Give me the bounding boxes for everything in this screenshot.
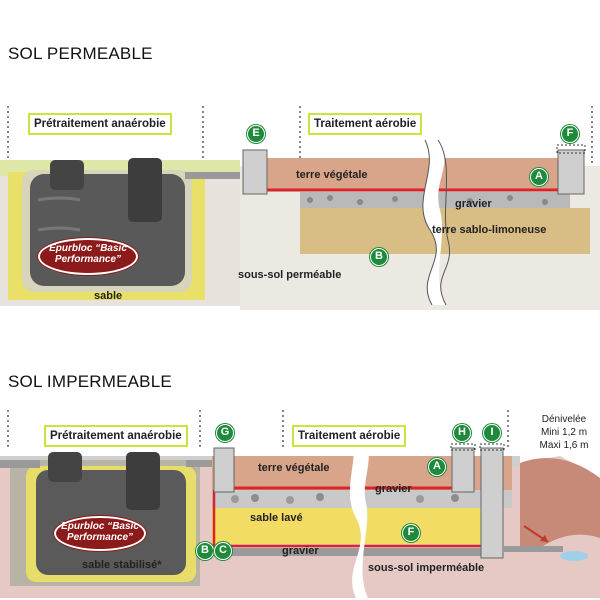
- elevation-note-min: Mini 1,2 m: [540, 427, 588, 438]
- sandy-loam-label: terre sablo-limoneuse: [432, 224, 547, 236]
- elevation-note: Dénivelée Mini 1,2 m Maxi 1,6 m: [534, 413, 594, 452]
- brand-line-1: Epurbloc “Basic: [49, 243, 127, 254]
- badge-c: C: [214, 542, 232, 560]
- permeable-subsoil-label: sous-sol perméable: [238, 269, 342, 281]
- outflow-water: [560, 551, 588, 561]
- brand-line-1: Epurbloc “Basic: [61, 521, 139, 532]
- cut-break: [422, 140, 446, 305]
- collection-box: [557, 149, 585, 195]
- distribution-box: [242, 149, 268, 195]
- stabilized-sand-label: sable stabilisé*: [82, 559, 162, 571]
- section-title-permeable: SOL PERMEABLE: [8, 44, 153, 63]
- badge-h: H: [453, 424, 471, 442]
- badge-b: B: [370, 248, 388, 266]
- elevation-note-title: Dénivelée: [541, 414, 587, 425]
- outlet-pipe: [185, 172, 245, 179]
- brand-line-2: Performance”: [66, 532, 134, 543]
- top-soil-layer: [265, 158, 565, 191]
- gravel-label: gravier: [455, 198, 492, 210]
- sand-label: sable: [94, 290, 123, 302]
- badge-a: A: [428, 458, 446, 476]
- elevation-note-max: Maxi 1,6 m: [539, 440, 589, 451]
- badge-f: F: [561, 125, 579, 143]
- gravel-bottom-label: gravier: [282, 545, 319, 557]
- sandy-loam-layer: [300, 208, 590, 254]
- brand-badge: Epurbloc “Basic Performance”: [54, 516, 146, 551]
- badge-f: F: [402, 524, 420, 542]
- pretreatment-label: Prétraitement anaérobie: [44, 425, 188, 447]
- brand-badge: Epurbloc “Basic Performance”: [38, 238, 138, 275]
- treatment-label: Traitement aérobie: [292, 425, 407, 447]
- tank-riser: [128, 158, 162, 222]
- pretreatment-label: Prétraitement anaérobie: [28, 113, 172, 135]
- brand-line-2: Performance”: [54, 254, 122, 265]
- top-soil-label: terre végétale: [296, 169, 368, 181]
- impermeable-subsoil-label: sous-sol imperméable: [368, 562, 485, 574]
- badge-g: G: [216, 424, 234, 442]
- washed-sand-label: sable lavé: [250, 512, 303, 524]
- section-title-impermeable: SOL IMPERMEABLE: [8, 372, 172, 391]
- top-soil-label: terre végétale: [258, 462, 330, 474]
- cut-break: [349, 430, 369, 598]
- washed-sand-layer: [212, 508, 487, 544]
- badge-a: A: [530, 168, 548, 186]
- treatment-label: Traitement aérobie: [308, 113, 423, 135]
- gravel-bottom-layer: [212, 548, 487, 556]
- gravel-top-label: gravier: [375, 483, 412, 495]
- badge-e: E: [247, 125, 265, 143]
- badge-b: B: [196, 542, 214, 560]
- slope-bank: [520, 458, 600, 548]
- badge-i: I: [483, 424, 501, 442]
- tank-riser: [50, 160, 84, 190]
